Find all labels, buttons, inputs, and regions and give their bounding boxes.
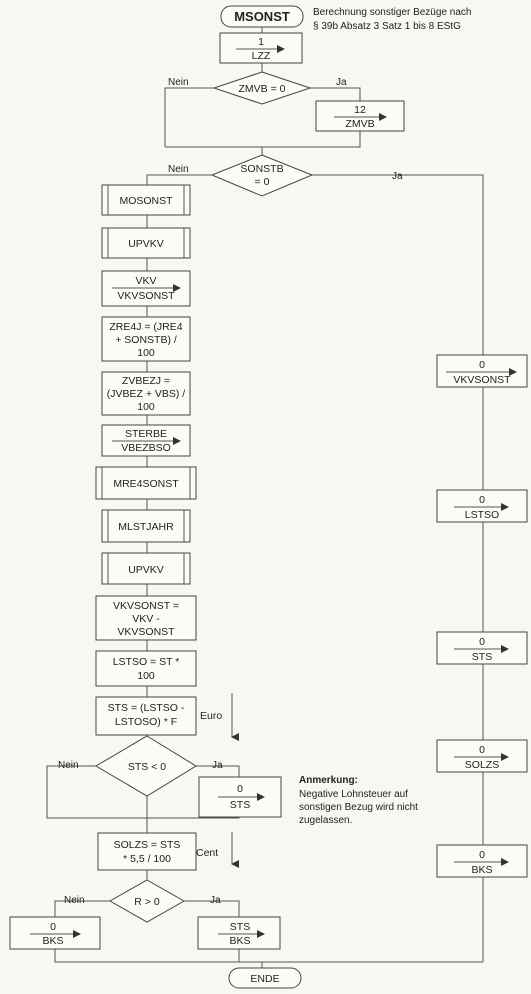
calc-zre4j: ZRE4J = (JRE4 + SONSTB) / 100 <box>101 316 191 362</box>
svg-text:VKVSONST: VKVSONST <box>117 626 175 638</box>
svg-text:0: 0 <box>479 744 485 756</box>
svg-text:0: 0 <box>479 849 485 861</box>
svg-text:ZMVB: ZMVB <box>345 118 374 130</box>
svg-text:STERBE: STERBE <box>125 428 167 440</box>
note-line-1: Negative Lohnsteuer auf <box>299 789 408 800</box>
svg-text:0: 0 <box>50 921 56 933</box>
svg-text:STS: STS <box>472 651 492 663</box>
nein-label-zmvb: Nein <box>168 77 189 88</box>
svg-text:SONSTB: SONSTB <box>240 163 283 175</box>
right-assign-bks: 0 BKS <box>436 844 528 878</box>
subroutine-upvkv: UPVKV <box>101 227 191 259</box>
svg-text:0: 0 <box>479 636 485 648</box>
svg-text:LSTSO = ST *: LSTSO = ST * <box>113 656 180 668</box>
svg-text:100: 100 <box>137 670 155 682</box>
svg-text:ZVBEZJ =: ZVBEZJ = <box>122 375 170 387</box>
svg-text:100: 100 <box>137 401 155 413</box>
subroutine-mosonst: MOSONST <box>101 184 191 216</box>
svg-text:0: 0 <box>237 783 243 795</box>
svg-text:1: 1 <box>258 36 264 48</box>
svg-text:VKV: VKV <box>135 275 156 287</box>
svg-text:BKS: BKS <box>42 935 63 947</box>
svg-text:100: 100 <box>137 347 155 359</box>
decision-sonstb: SONSTB = 0 <box>210 154 314 197</box>
right-assign-lstso: 0 LSTSO <box>436 489 528 523</box>
nein-label-r: Nein <box>64 895 85 906</box>
description-line-1: Berechnung sonstiger Bezüge nach <box>313 7 471 18</box>
svg-text:VKVSONST: VKVSONST <box>453 374 511 386</box>
svg-text:ZRE4J = (JRE4: ZRE4J = (JRE4 <box>109 321 182 333</box>
svg-text:BKS: BKS <box>229 935 250 947</box>
svg-text:LSTSO: LSTSO <box>465 509 499 521</box>
description-line-2: § 39b Absatz 3 Satz 1 bis 8 EStG <box>313 21 461 32</box>
start-label: MSONST <box>234 9 290 24</box>
note-line-3: zugelassen. <box>299 815 352 826</box>
assign-sts-zero: 0 STS <box>198 776 282 818</box>
assign-lzz: 1 LZZ <box>219 32 303 64</box>
svg-text:LZZ: LZZ <box>252 50 271 62</box>
right-assign-vkvsonst: 0 VKVSONST <box>436 354 528 388</box>
svg-text:VBEZBSO: VBEZBSO <box>121 442 171 454</box>
svg-text:VKV -: VKV - <box>132 613 160 625</box>
assign-vbezbso: STERBE VBEZBSO <box>101 424 191 457</box>
right-assign-solzs: 0 SOLZS <box>436 739 528 773</box>
calc-sts: STS = (LSTSO - LSTOSO) * F <box>95 696 197 736</box>
svg-text:0: 0 <box>479 359 485 371</box>
svg-text:UPVKV: UPVKV <box>128 564 164 576</box>
euro-label: Euro <box>200 710 222 722</box>
svg-text:MRE4SONST: MRE4SONST <box>113 478 179 490</box>
svg-text:R > 0: R > 0 <box>134 896 160 908</box>
assign-zmvb: 12 ZMVB <box>315 100 405 132</box>
nein-label-sts: Nein <box>58 760 79 771</box>
nein-label-sonstb: Nein <box>168 164 189 175</box>
svg-text:VKVSONST: VKVSONST <box>117 290 175 302</box>
subroutine-upvkv-2: UPVKV <box>101 552 191 585</box>
svg-text:0: 0 <box>479 494 485 506</box>
subroutine-mre4sonst: MRE4SONST <box>95 466 197 500</box>
decision-zmvb: ZMVB = 0 <box>212 71 312 105</box>
right-assign-sts: 0 STS <box>436 631 528 665</box>
ja-label-sts: Ja <box>212 760 223 771</box>
ja-label-sonstb: Ja <box>392 171 403 182</box>
end-terminal: ENDE <box>228 967 302 989</box>
svg-text:LSTOSO) * F: LSTOSO) * F <box>115 716 177 728</box>
svg-text:STS: STS <box>230 921 250 933</box>
svg-text:MLSTJAHR: MLSTJAHR <box>118 521 174 533</box>
note-title: Anmerkung: <box>299 775 358 786</box>
svg-text:MOSONST: MOSONST <box>119 195 173 207</box>
svg-text:* 5,5 / 100: * 5,5 / 100 <box>123 853 171 865</box>
assign-bks-sts: STS BKS <box>197 916 281 950</box>
svg-text:SOLZS = STS: SOLZS = STS <box>114 839 181 851</box>
ja-label-zmvb: Ja <box>336 77 347 88</box>
svg-text:ZMVB = 0: ZMVB = 0 <box>239 83 286 95</box>
calc-zvbezj: ZVBEZJ = (JVBEZ + VBS) / 100 <box>101 371 191 416</box>
ja-label-r: Ja <box>210 895 221 906</box>
svg-text:12: 12 <box>354 104 366 116</box>
calc-vkvsonst: VKVSONST = VKV - VKVSONST <box>95 595 197 641</box>
svg-text:BKS: BKS <box>471 864 492 876</box>
svg-text:STS = (LSTSO -: STS = (LSTSO - <box>108 702 185 714</box>
start-terminal: MSONST <box>220 5 304 28</box>
cent-label: Cent <box>196 847 218 859</box>
end-label: ENDE <box>250 973 279 985</box>
calc-solzs: SOLZS = STS * 5,5 / 100 <box>97 832 197 871</box>
calc-lstso: LSTSO = ST * 100 <box>95 650 197 687</box>
svg-text:(JVBEZ + VBS) /: (JVBEZ + VBS) / <box>107 388 186 400</box>
note-line-2: sonstigen Bezug wird nicht <box>299 802 418 813</box>
decision-sts: STS < 0 <box>95 735 197 797</box>
svg-text:= 0: = 0 <box>255 176 270 188</box>
assign-bks-zero: 0 BKS <box>9 916 101 950</box>
svg-text:+ SONSTB) /: + SONSTB) / <box>115 334 177 346</box>
assign-vkvsonst: VKV VKVSONST <box>101 270 191 307</box>
decision-r: R > 0 <box>108 879 186 923</box>
svg-text:STS: STS <box>230 799 250 811</box>
svg-text:SOLZS: SOLZS <box>465 759 499 771</box>
subroutine-mlstjahr: MLSTJAHR <box>101 509 191 543</box>
svg-text:UPVKV: UPVKV <box>128 238 164 250</box>
svg-text:STS < 0: STS < 0 <box>128 761 166 773</box>
svg-text:VKVSONST =: VKVSONST = <box>113 600 179 612</box>
